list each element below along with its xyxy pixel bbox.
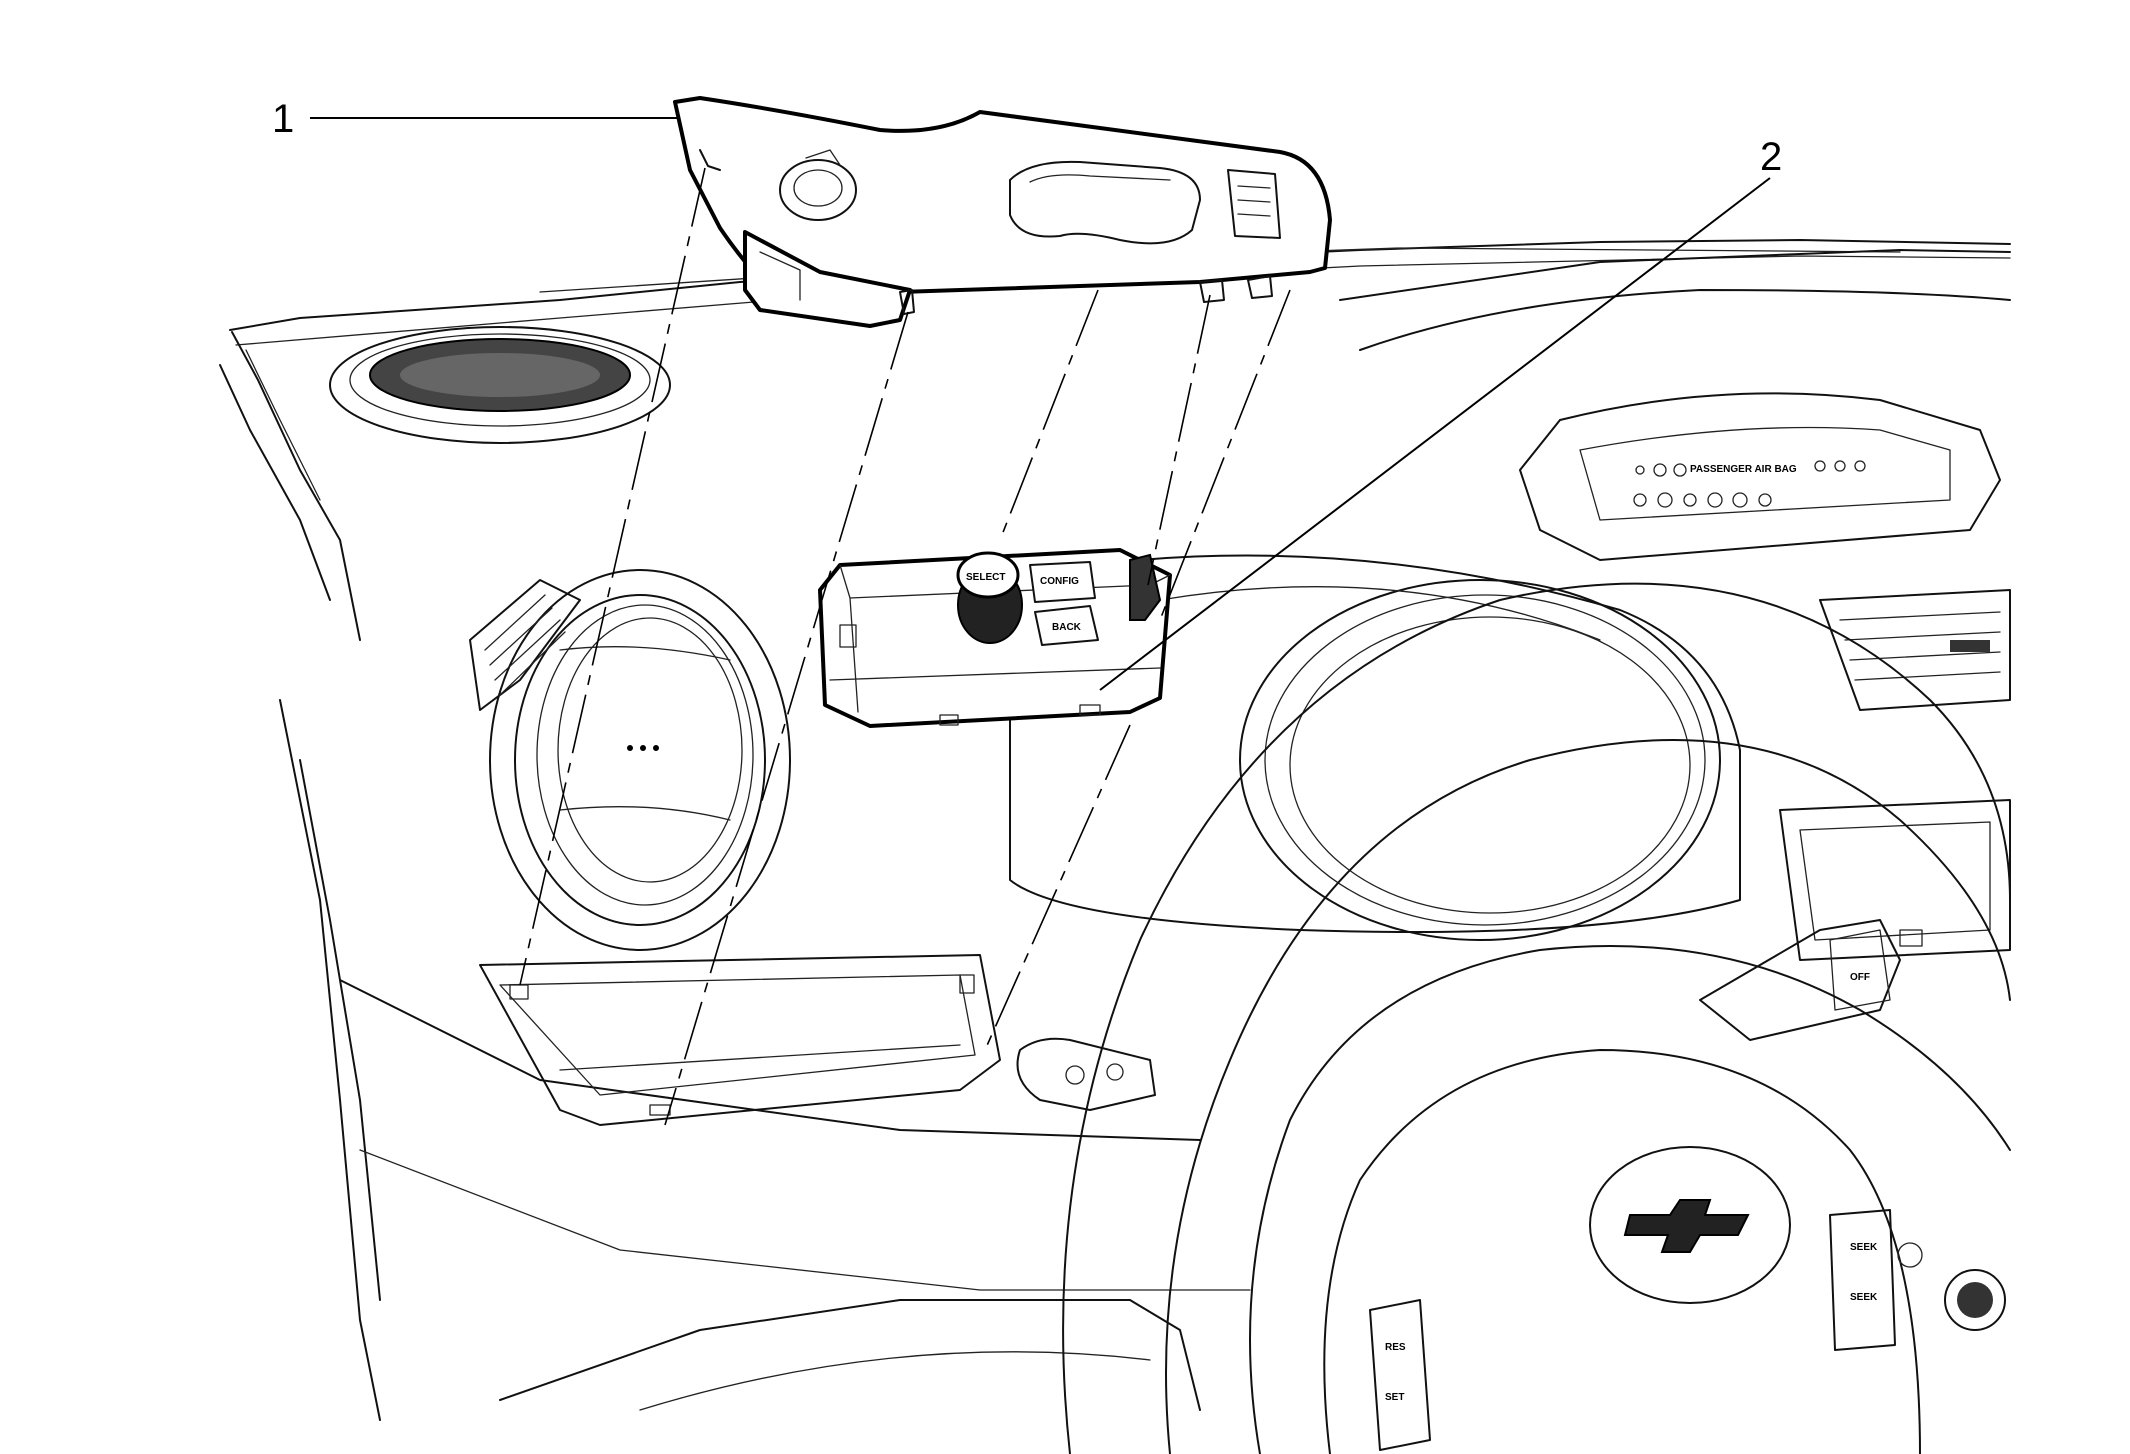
back-button-label: BACK	[1052, 622, 1082, 633]
select-knob: SELECT	[956, 551, 1023, 644]
alignment-lines	[519, 167, 1291, 1126]
center-vent	[1819, 589, 2011, 711]
left-air-vent	[489, 569, 791, 951]
callout-leaders	[310, 117, 1771, 691]
headlamp-stalk	[1016, 1037, 1156, 1111]
speaker-grille	[329, 326, 671, 444]
left-side-vent	[469, 579, 581, 711]
wiper-stalk: OFF	[1699, 919, 1923, 1041]
steering-wheel: SEEK SEEK RES SET	[1062, 582, 2011, 1454]
dashboard-body: PASSENGER AIR BAG	[219, 239, 2011, 1454]
select-button-label: SELECT	[966, 572, 1005, 583]
callout-1: 1	[272, 97, 294, 141]
leader-line-2	[1099, 177, 1771, 691]
switch-module-part-2: SELECT CONFIG BACK	[818, 548, 1172, 728]
seek-down-label: SEEK	[1850, 1292, 1878, 1303]
callout-2: 2	[1760, 135, 1782, 179]
wiper-off-label: OFF	[1850, 972, 1870, 983]
info-display: PASSENGER AIR BAG	[1519, 392, 2001, 561]
switch-cavity	[479, 954, 1001, 1126]
res-label: RES	[1385, 1342, 1406, 1353]
config-button-label: CONFIG	[1040, 576, 1079, 587]
seek-up-label: SEEK	[1850, 1242, 1878, 1253]
passenger-airbag-label: PASSENGER AIR BAG	[1690, 464, 1797, 475]
trim-bezel-part-1	[673, 96, 1332, 328]
center-stack	[1779, 799, 2011, 961]
set-label: SET	[1385, 1392, 1404, 1403]
